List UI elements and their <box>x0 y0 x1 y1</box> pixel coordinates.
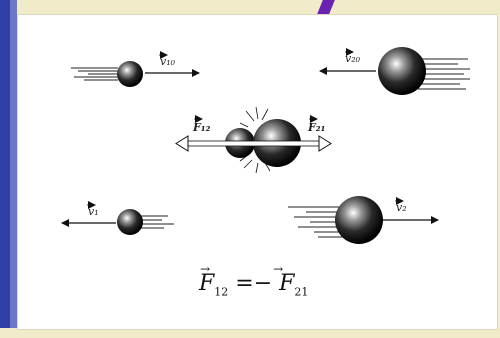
label-v10: v₁₀ <box>160 55 176 68</box>
left-accent-strip <box>10 0 17 338</box>
ball-1-final <box>117 209 174 235</box>
force-arrows <box>175 135 332 152</box>
label-v2: v₂ <box>396 201 407 214</box>
equation-rhs: → F21 <box>272 262 309 299</box>
ball-1-initial <box>71 61 143 87</box>
left-accent-bar <box>0 0 10 338</box>
label-f21: F₂₁ <box>307 121 325 134</box>
diagram-panel: v₁₀ v₂₀ <box>17 14 498 330</box>
label-v20: v₂₀ <box>345 52 361 65</box>
equation-lhs-symbol: F <box>199 271 215 296</box>
bottom-band <box>0 328 500 338</box>
label-f12: F₁₂ <box>192 121 211 134</box>
equation-rhs-sub: 21 <box>294 285 309 299</box>
vector-arrow-rhs: → <box>273 262 284 276</box>
equation-operator: =− <box>235 271 273 296</box>
ball-2-initial <box>378 47 470 95</box>
equation-lhs: → F12 <box>199 262 235 299</box>
label-v1: v₁ <box>88 205 99 218</box>
top-band <box>0 0 500 14</box>
equation-lhs-sub: 12 <box>214 285 229 299</box>
collision-diagram: v₁₀ v₂₀ <box>61 47 470 244</box>
ball-2-final <box>288 196 383 244</box>
vector-arrow-lhs: → <box>200 262 211 276</box>
newton-third-law-equation: → F12 =− → F21 <box>199 262 309 299</box>
equation-rhs-symbol: F <box>279 271 295 296</box>
